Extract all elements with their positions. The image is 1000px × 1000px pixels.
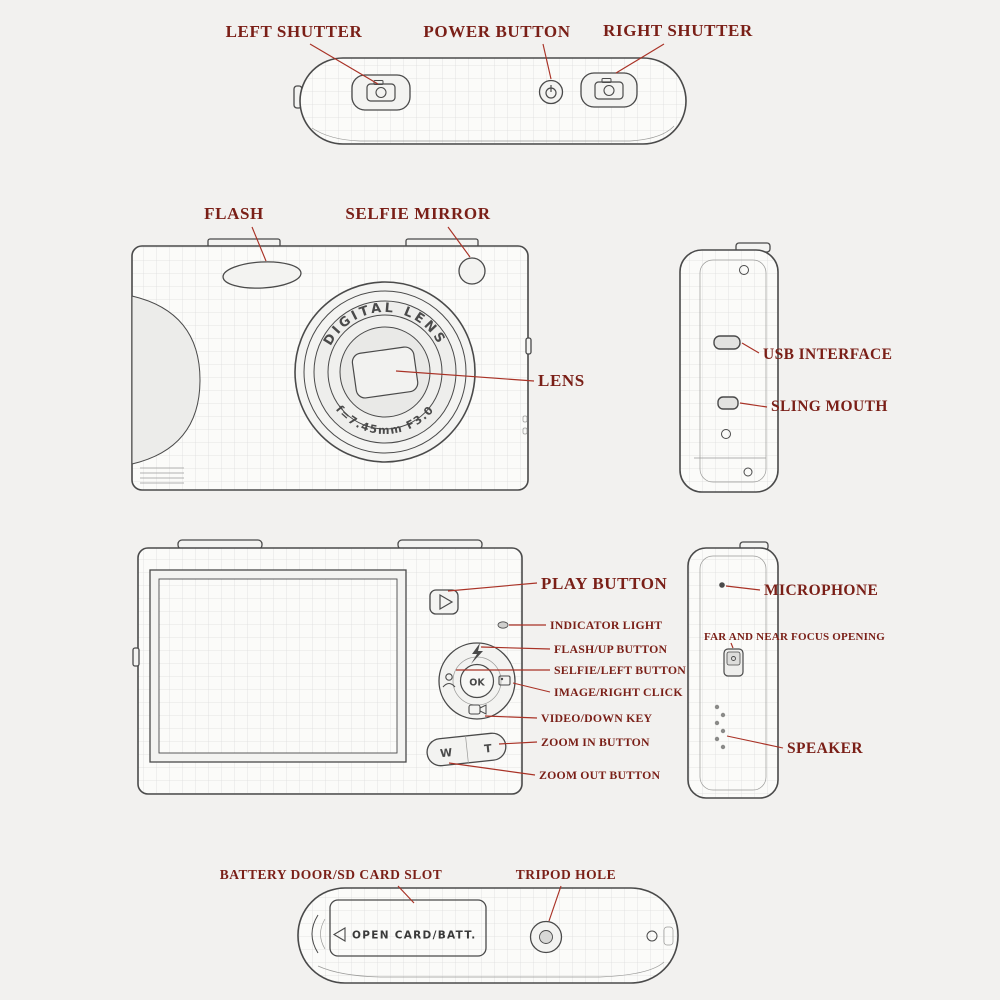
front-strap-nub	[525, 337, 532, 355]
top-view-bottom-edge	[311, 125, 675, 142]
ok-button	[459, 663, 495, 699]
bottom-view: OPEN CARD/BATT. BATTERY DOOR/SD CARD SLO…	[220, 867, 679, 984]
leader-flash	[251, 226, 267, 262]
battery-door-text: OPEN CARD/BATT.	[352, 930, 476, 942]
label-zoom-in-button: ZOOM IN BUTTON	[541, 735, 650, 749]
front-grip-hatching	[140, 467, 184, 484]
selfie-left-icon	[442, 673, 456, 688]
camera-icon	[594, 78, 624, 100]
flash-up-icon	[471, 643, 483, 664]
front-grip	[131, 295, 201, 465]
leader-lens	[395, 370, 535, 382]
label-battery-door: BATTERY DOOR/SD CARD SLOT	[220, 867, 442, 882]
label-tripod-hole: TRIPOD HOLE	[516, 867, 616, 882]
label-right-shutter: RIGHT SHUTTER	[603, 21, 753, 40]
leader-video-down	[484, 715, 538, 719]
leader-focus-opening	[730, 642, 734, 649]
sling-mouth-hole	[717, 396, 739, 410]
front-edge-detail	[522, 415, 528, 423]
door-hinge	[311, 914, 326, 954]
open-direction-icon	[332, 927, 346, 942]
focus-switch	[723, 648, 744, 677]
screw	[739, 265, 749, 275]
leader-tripod-hole	[548, 885, 562, 922]
dpad: OK	[438, 642, 516, 720]
lens-assembly: DIGITAL LENS f=7.45mm F3.0	[294, 281, 476, 463]
video-down-icon	[468, 704, 487, 715]
side-view-speaker: MICROPHONE FAR AND NEAR FOCUS OPENING SP…	[687, 541, 885, 799]
screw	[646, 930, 658, 942]
usb-port	[713, 335, 741, 350]
back-view: OK W T PLAY	[132, 539, 686, 795]
microphone-hole	[719, 582, 725, 588]
top-view: LEFT SHUTTER POWER BUTTON RIGHT SHUTTER	[226, 21, 753, 145]
label-selfie-mirror: SELFIE MIRROR	[345, 204, 490, 223]
leader-flash-up	[480, 646, 551, 650]
speaker-holes	[714, 704, 726, 750]
leader-usb-interface	[741, 342, 760, 354]
bottom-edge-line	[317, 961, 665, 978]
label-video-down-key: VIDEO/DOWN KEY	[541, 711, 653, 725]
play-button	[429, 589, 459, 615]
leader-image-right	[512, 682, 551, 693]
left-shutter-button	[351, 74, 411, 111]
front-edge-detail	[522, 427, 528, 435]
side1-body	[679, 249, 779, 493]
label-power-button: POWER BUTTON	[423, 22, 570, 41]
lcd-screen	[158, 578, 398, 754]
label-sling-mouth: SLING MOUTH	[771, 398, 888, 415]
label-play-button: PLAY BUTTON	[541, 574, 668, 593]
screw	[721, 429, 731, 439]
camera-icon	[366, 80, 396, 102]
leader-play-button	[447, 582, 538, 592]
leader-right-shutter	[615, 43, 665, 74]
battery-door	[329, 899, 487, 957]
zoom-rocker: W T	[426, 732, 507, 767]
indicator-light	[497, 621, 509, 629]
label-flash: FLASH	[204, 204, 264, 223]
leader-speaker	[726, 735, 784, 749]
label-indicator-light: INDICATOR LIGHT	[550, 618, 662, 632]
leader-left-shutter	[309, 43, 379, 85]
focus-switch-icon	[731, 656, 736, 661]
front-view: DIGITAL LENS f=7.45mm F3.0 FLASH SELFIE …	[131, 204, 585, 491]
label-selfie-left-button: SELFIE/LEFT BUTTON	[554, 663, 686, 677]
side2-inner-panel	[699, 555, 767, 791]
lens-aperture	[351, 346, 419, 399]
selfie-mirror	[458, 257, 486, 285]
label-zoom-out-button: ZOOM OUT BUTTON	[539, 768, 660, 782]
flash-window	[222, 261, 302, 289]
leader-power-button	[542, 43, 552, 80]
leader-zoom-in	[498, 741, 538, 745]
play-icon	[439, 593, 454, 611]
side1-inner-panel	[699, 259, 767, 483]
label-far-near-focus: FAR AND NEAR FOCUS OPENING	[704, 631, 885, 643]
leader-zoom-out	[448, 762, 536, 776]
leader-microphone	[725, 585, 761, 591]
back-left-nub	[132, 647, 140, 667]
label-microphone: MICROPHONE	[764, 582, 878, 599]
bottom-edge-detail	[663, 926, 674, 946]
zoom-tele-label: T	[484, 742, 493, 756]
right-shutter-button	[580, 72, 638, 108]
screw	[743, 467, 753, 477]
zoom-wide-label: W	[439, 746, 452, 760]
ok-button-label: OK	[469, 678, 485, 689]
label-image-right-click: IMAGE/RIGHT CLICK	[554, 685, 683, 699]
leader-sling-mouth	[739, 402, 768, 408]
label-speaker: SPEAKER	[787, 740, 863, 757]
leader-battery-door	[397, 885, 415, 904]
label-usb-interface: USB INTERFACE	[763, 346, 892, 363]
leader-selfie-mirror	[447, 226, 471, 258]
label-flash-up-button: FLASH/UP BUTTON	[554, 642, 668, 656]
image-right-icon	[498, 675, 511, 686]
label-left-shutter: LEFT SHUTTER	[226, 22, 363, 41]
power-icon	[545, 85, 557, 99]
side-view-usb: USB INTERFACE SLING MOUTH	[679, 242, 892, 493]
label-lens: LENS	[538, 371, 585, 390]
bottom-body	[297, 887, 679, 984]
tripod-socket	[529, 920, 563, 954]
